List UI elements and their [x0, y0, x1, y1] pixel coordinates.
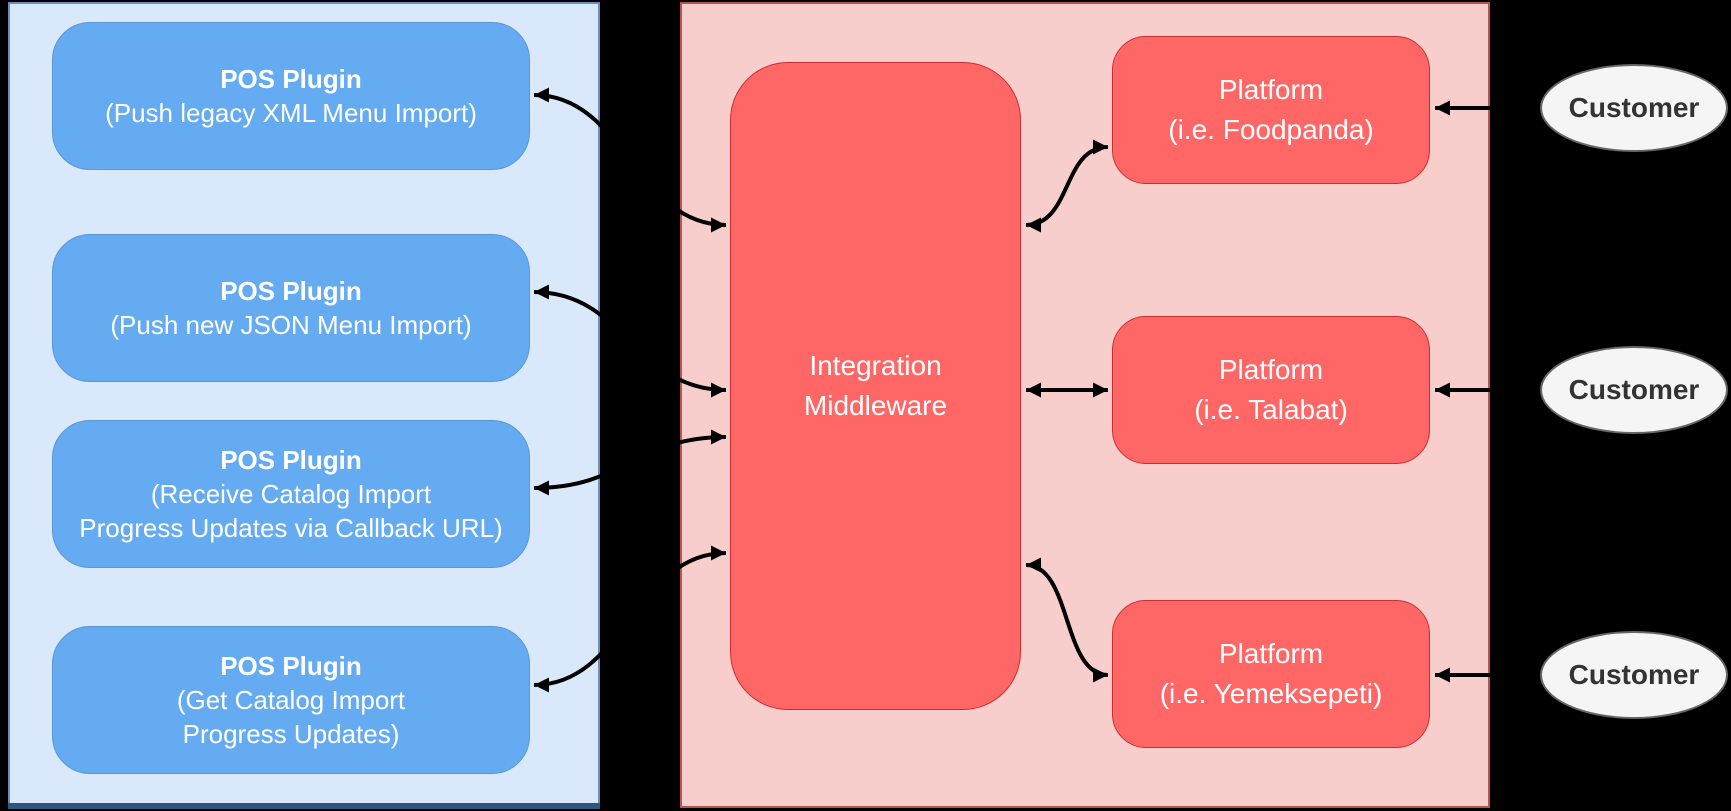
pos-plugin-1-description: (Push legacy XML Menu Import): [105, 98, 477, 128]
pos-plugin-2-title: POS Plugin: [220, 276, 362, 306]
platform-box-yemeksepeti: Platform (i.e. Yemeksepeti): [1112, 600, 1430, 748]
platform-box-foodpanda: Platform (i.e. Foodpanda): [1112, 36, 1430, 184]
pos-plugin-3-title: POS Plugin: [220, 445, 362, 475]
customer-ellipse-1: Customer: [1540, 64, 1728, 152]
customer-2-label: Customer: [1568, 374, 1700, 405]
customer-3-label: Customer: [1568, 659, 1700, 690]
pos-plugin-box-2: POS Plugin (Push new JSON Menu Import): [52, 234, 530, 382]
customer-ellipse-3: Customer: [1540, 631, 1728, 719]
platform-3-title: Platform: [1218, 638, 1324, 669]
pos-plugin-2-description: (Push new JSON Menu Import): [110, 310, 472, 340]
pos-panel-bottom-strip: [8, 803, 600, 809]
pos-plugin-1-title: POS Plugin: [220, 64, 362, 94]
platform-1-title: Platform: [1218, 74, 1324, 105]
platform-2-title: Platform: [1218, 354, 1324, 385]
platform-box-talabat: Platform (i.e. Talabat): [1112, 316, 1430, 464]
platform-2-subtitle: (i.e. Talabat): [1194, 394, 1348, 425]
platform-1-subtitle: (i.e. Foodpanda): [1168, 114, 1374, 145]
customer-1-label: Customer: [1568, 92, 1700, 123]
platform-3-subtitle: (i.e. Yemeksepeti): [1159, 678, 1383, 709]
customer-ellipse-2: Customer: [1540, 346, 1728, 434]
pos-plugin-4-title: POS Plugin: [220, 651, 362, 681]
pos-plugin-box-1: POS Plugin (Push legacy XML Menu Import): [52, 22, 530, 170]
